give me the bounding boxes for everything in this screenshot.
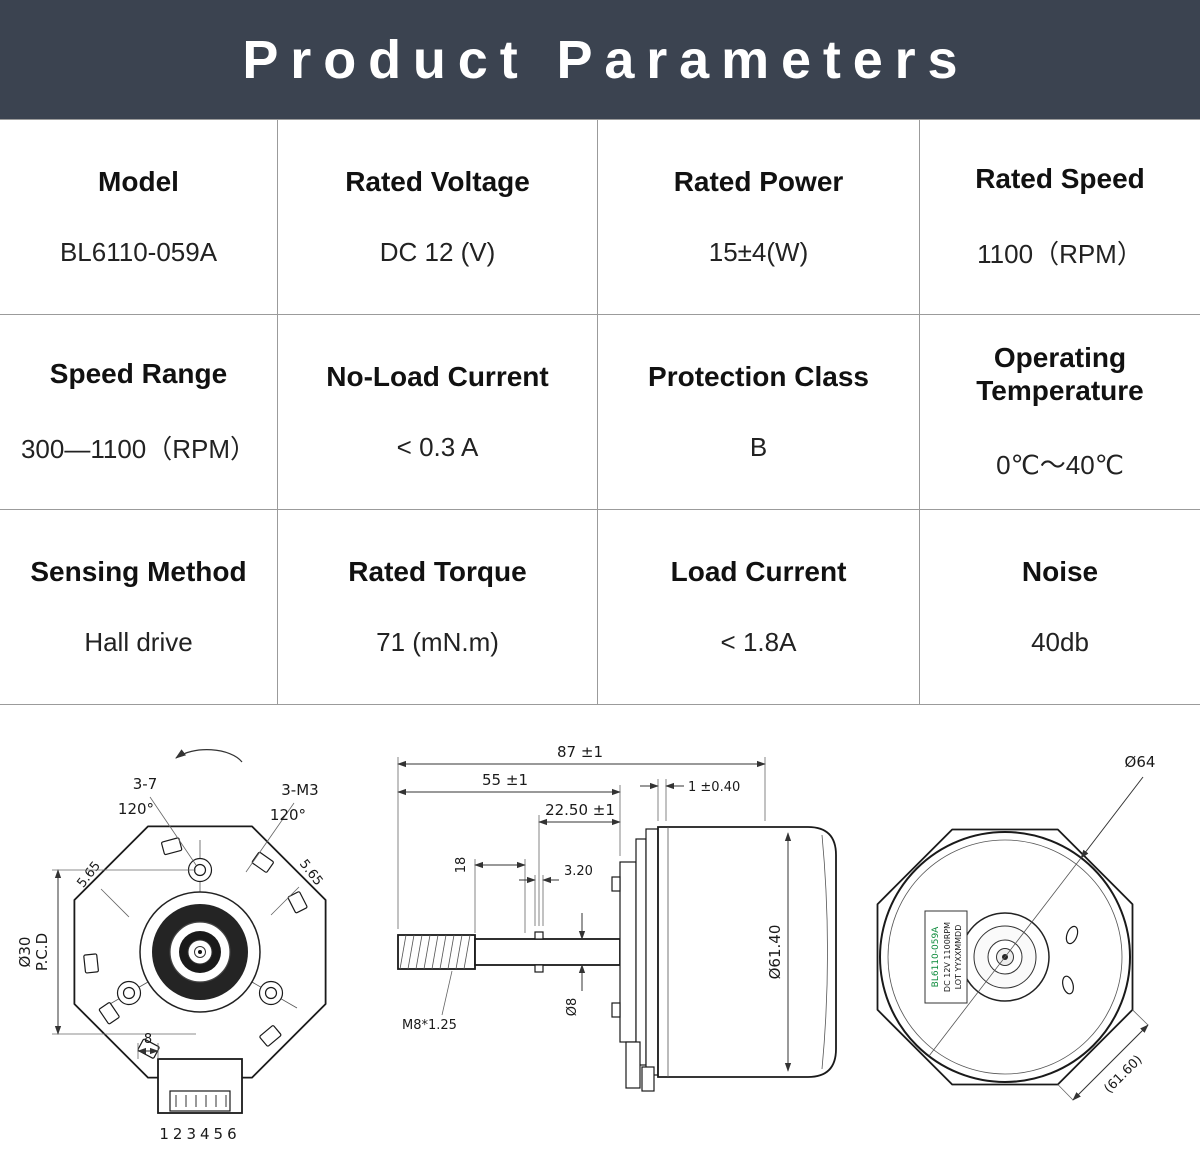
param-value: 1100（RPM）	[977, 238, 1143, 269]
front-view-dimensions: 3-7 120° 3-M3 120° 5.65 5.65 Ø30 P.C.D	[16, 775, 326, 1059]
connector: 123456	[157, 1058, 243, 1143]
side-view-drawing: 87 ±1 55 ±1 22.50 ±1 1 ±0.40	[397, 743, 837, 1092]
param-cell-speed-range: Speed Range 300—1100（RPM）	[0, 315, 278, 510]
param-value: DC 12 (V)	[379, 236, 496, 267]
param-label: Rated Voltage	[345, 166, 530, 198]
dim-shaft-diameter: Ø8	[565, 998, 580, 1017]
product-label-sticker: BL6110-059A DC 12V 1100RPM LOT YYXXMMDD	[924, 910, 968, 1004]
label-model-text: BL6110-059A	[931, 926, 941, 988]
param-label: Noise	[1021, 556, 1099, 588]
thread-spec: M8*1.25	[402, 1018, 457, 1033]
motor-body-side	[657, 826, 837, 1078]
connector-pin-numbers: 123456	[159, 1125, 240, 1143]
stator-stack	[611, 828, 659, 1092]
param-cell-rated-power: Rated Power 15±4(W)	[598, 120, 920, 315]
param-cell-rated-speed: Rated Speed 1100（RPM）	[920, 120, 1200, 315]
param-value: 40db	[1031, 626, 1089, 657]
dim-overall-length: 87 ±1	[557, 743, 603, 761]
side-view-dimensions: 87 ±1 55 ±1 22.50 ±1 1 ±0.40	[397, 743, 792, 1072]
dim-18: 18	[454, 857, 469, 874]
rotation-direction-arrow	[175, 749, 243, 763]
page-title: Product Parameters	[242, 29, 970, 90]
dim-angle-left: 120°	[118, 800, 154, 818]
dim-2250: 22.50 ±1	[545, 801, 615, 819]
header-band: Product Parameters	[0, 0, 1200, 119]
param-value: Hall drive	[84, 626, 193, 657]
param-label: No-Load Current	[326, 361, 549, 393]
param-label: Rated Speed	[975, 163, 1145, 195]
param-value: B	[749, 431, 768, 462]
dim-8: 8	[144, 1032, 152, 1047]
param-cell-no-load-current: No-Load Current < 0.3 A	[278, 315, 598, 510]
param-value: 71 (mN.m)	[376, 626, 499, 657]
param-value: BL6110-059A	[59, 236, 218, 267]
dim-groove-width: 3.20	[564, 864, 593, 879]
motor-front-body	[73, 825, 327, 1079]
param-label: Sensing Method	[30, 556, 247, 588]
technical-drawings: 123456 3-7 120° 3-M3 120° 5.65 5.65	[0, 705, 1200, 1159]
param-cell-protection-class: Protection Class B	[598, 315, 920, 510]
dim-body-diameter: Ø61.40	[766, 925, 784, 980]
param-label: Operating Temperature	[976, 342, 1144, 406]
dim-shaft-length: 55 ±1	[482, 771, 528, 789]
param-label: Load Current	[670, 556, 847, 588]
dim-screw-callout: 3-M3	[281, 781, 318, 799]
dim-hole-callout: 3-7	[133, 775, 158, 793]
param-cell-model: Model BL6110-059A	[0, 120, 278, 315]
param-label: Protection Class	[648, 361, 869, 393]
dim-outer-diameter: Ø64	[1125, 753, 1156, 771]
param-label: Speed Range	[49, 358, 228, 390]
param-label: Rated Power	[673, 166, 844, 198]
param-cell-sensing-method: Sensing Method Hall drive	[0, 510, 278, 705]
parameter-table: Model BL6110-059A Rated Voltage DC 12 (V…	[0, 119, 1200, 705]
front-view-drawing: 123456 3-7 120° 3-M3 120° 5.65 5.65	[16, 749, 327, 1143]
param-cell-load-current: Load Current < 1.8A	[598, 510, 920, 705]
param-cell-operating-temperature: Operating Temperature 0℃～40℃	[920, 315, 1200, 510]
dim-across-flats: (61.60)	[1101, 1052, 1145, 1096]
pcd-label: P.C.D	[33, 933, 51, 971]
param-cell-noise: Noise 40db	[920, 510, 1200, 705]
motor-shaft	[397, 931, 621, 973]
param-value: 300—1100（RPM）	[20, 433, 257, 464]
param-value: < 0.3 A	[396, 431, 479, 462]
param-label: Rated Torque	[348, 556, 527, 588]
param-value: < 1.8A	[720, 626, 797, 657]
param-cell-rated-voltage: Rated Voltage DC 12 (V)	[278, 120, 598, 315]
label-lot-text: LOT YYXXMMDD	[954, 925, 963, 990]
dim-plate-thickness: 1 ±0.40	[688, 780, 740, 795]
dim-pcd-diameter: Ø30	[16, 937, 34, 968]
label-spec-text: DC 12V 1100RPM	[943, 922, 952, 992]
rear-view-drawing: BL6110-059A DC 12V 1100RPM LOT YYXXMMDD …	[876, 753, 1156, 1101]
dim-angle-right: 120°	[270, 806, 306, 824]
param-value: 15±4(W)	[708, 236, 809, 267]
param-cell-rated-torque: Rated Torque 71 (mN.m)	[278, 510, 598, 705]
param-label: Model	[98, 166, 179, 198]
param-value: 0℃～40℃	[996, 449, 1124, 480]
